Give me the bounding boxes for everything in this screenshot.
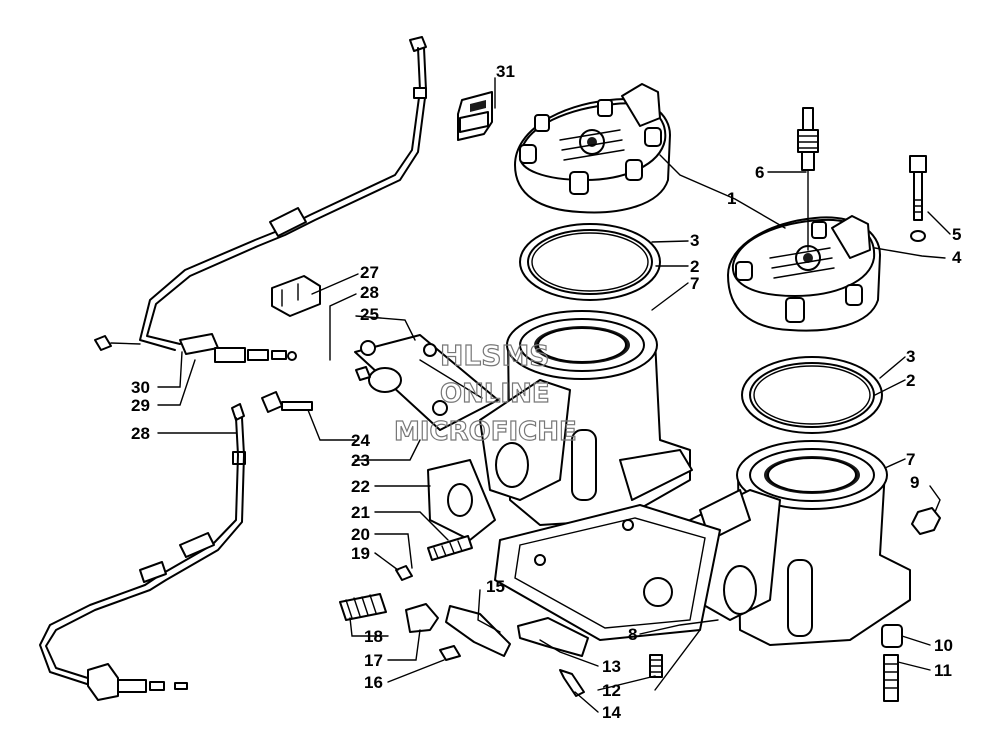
callout-6: 6 <box>755 163 764 182</box>
callout-14: 14 <box>602 703 621 722</box>
callout-29: 29 <box>131 396 150 415</box>
callout-21: 21 <box>351 503 370 522</box>
callout-31: 31 <box>496 62 515 81</box>
callout-9: 9 <box>910 473 919 492</box>
callout-25: 25 <box>360 305 379 324</box>
callout-28-upper: 28 <box>360 283 379 302</box>
callout-13: 13 <box>602 657 621 676</box>
callout-4: 4 <box>952 248 962 267</box>
callout-17: 17 <box>364 651 383 670</box>
callout-3-upper: 3 <box>690 231 699 250</box>
valve-cap <box>271 275 321 317</box>
head-gasket-rear <box>519 223 661 301</box>
callout-22: 22 <box>351 477 370 496</box>
callout-8: 8 <box>628 625 637 644</box>
cylinder-base-gasket <box>494 504 721 641</box>
callout-20: 20 <box>351 525 370 544</box>
callout-16: 16 <box>364 673 383 692</box>
callout-18: 18 <box>364 627 383 646</box>
callout-2-lower: 2 <box>906 371 915 390</box>
callout-19: 19 <box>351 544 370 563</box>
nut-and-stud <box>881 507 941 702</box>
cylinder-head-rear <box>514 83 671 214</box>
callout-24: 24 <box>351 431 370 450</box>
leader-lines <box>157 77 951 713</box>
callout-10: 10 <box>934 636 953 655</box>
cylinder-head-front <box>727 215 881 332</box>
svg-text:ONLINE: ONLINE <box>440 379 550 409</box>
lower-throttle-cable <box>39 403 246 701</box>
cylinder-front <box>689 440 911 646</box>
callout-28-lower: 28 <box>131 424 150 443</box>
cylinder-rear <box>479 310 693 526</box>
callout-3-lower: 3 <box>906 347 915 366</box>
watermark: HLSMS ONLINE MICROFICHE <box>393 338 577 447</box>
upper-throttle-cable <box>94 36 427 363</box>
callout-labels: 31 6 1 5 4 3 2 7 3 2 7 27 28 25 30 29 28… <box>131 62 962 722</box>
callout-30: 30 <box>131 378 150 397</box>
callout-23: 23 <box>351 451 370 470</box>
callout-2-upper: 2 <box>690 257 699 276</box>
exhaust-valve-assembly <box>339 593 663 697</box>
callout-5: 5 <box>952 225 961 244</box>
callout-11: 11 <box>934 661 952 680</box>
callout-27: 27 <box>360 263 379 282</box>
svg-text:MICROFICHE: MICROFICHE <box>394 417 577 447</box>
valve-spring-assembly <box>395 535 473 581</box>
valve-cover-plate <box>354 334 499 431</box>
callout-15: 15 <box>486 577 505 596</box>
cable-clip <box>457 91 493 141</box>
head-bolt <box>909 155 927 242</box>
callout-12: 12 <box>602 681 621 700</box>
head-gasket-front <box>741 356 883 434</box>
svg-text:HLSMS: HLSMS <box>440 339 549 372</box>
valve-housing-bolts <box>261 366 371 413</box>
spark-plug <box>797 107 819 251</box>
valve-gasket <box>427 459 496 541</box>
callout-1: 1 <box>727 189 736 208</box>
callout-7-upper: 7 <box>690 274 699 293</box>
callout-7-lower: 7 <box>906 450 915 469</box>
